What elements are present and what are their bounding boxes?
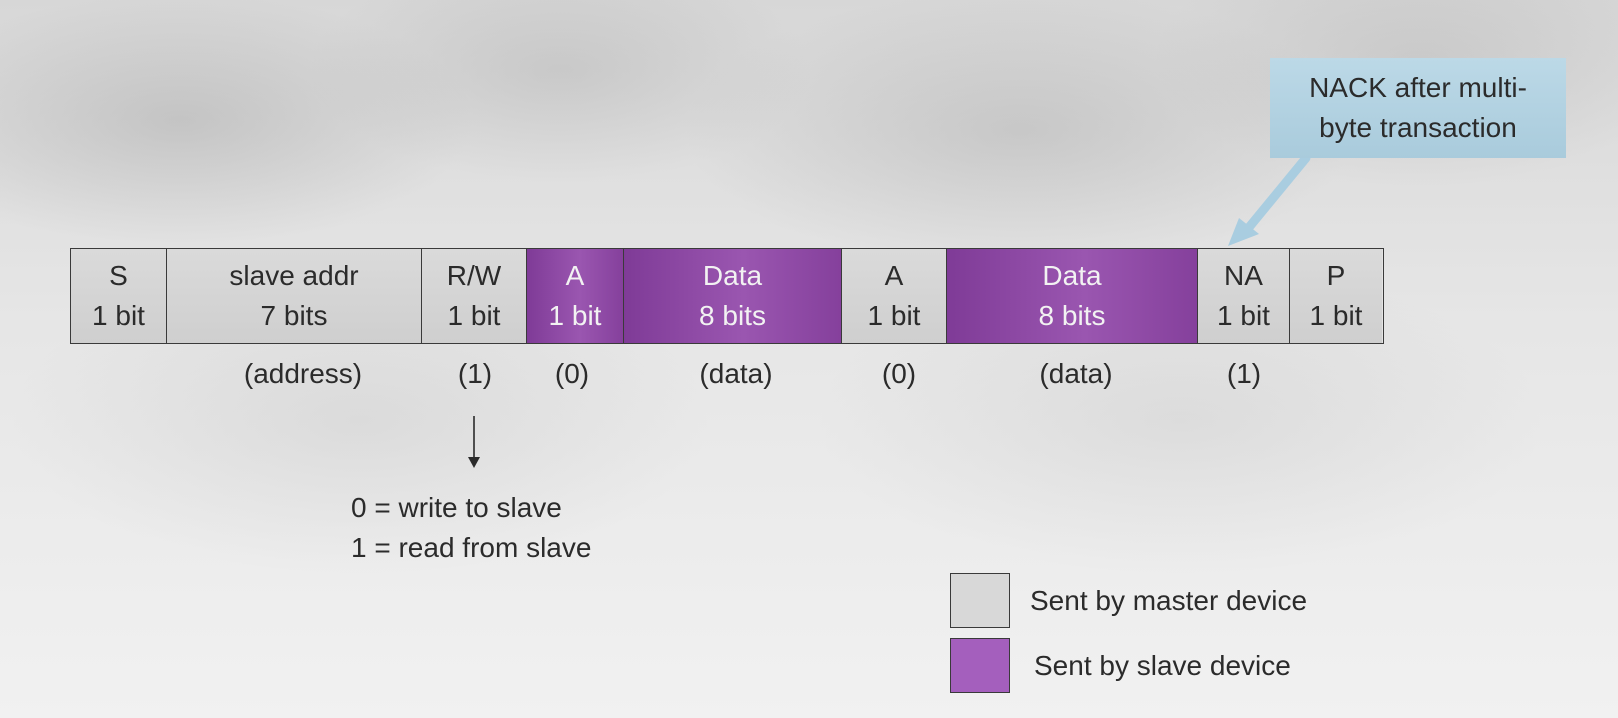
field-start-size: 1 bit [92,300,145,331]
field-data-2-name: Data [1042,260,1102,291]
field-ack-1-size: 1 bit [548,300,602,331]
field-stop-name: P [1326,260,1346,291]
value-address: (address) [243,358,363,389]
value-rw: (1) [457,358,493,389]
field-data-1-name: Data [702,260,763,291]
callout-line-2: byte transaction [1319,112,1517,143]
field-data-2-size: 8 bits [1038,300,1106,331]
legend-slave-swatch [950,638,1010,693]
i2c-frame: S 1 bit slave addr 7 bits R/W 1 bit A 1 … [70,248,1384,344]
field-nack-size: 1 bit [1217,300,1270,331]
field-slave-addr-name: slave addr [229,260,359,291]
field-data-1: Data 8 bits [624,249,842,343]
field-start: S 1 bit [71,249,167,343]
value-data-2: (data) [1039,358,1113,389]
legend-master-label: Sent by master device [1030,584,1308,616]
field-nack: NA 1 bit [1198,249,1290,343]
field-slave-addr-size: 7 bits [260,300,328,331]
legend-master-swatch [950,573,1010,628]
rw-note: 0 = write to slave 1 = read from slave [351,488,591,568]
value-ack-1: (0) [554,358,590,389]
rw-note-line-1: 0 = write to slave [351,492,562,523]
rw-note-line-2: 1 = read from slave [351,532,592,563]
legend-slave-label: Sent by slave device [1034,649,1291,681]
field-data-1-size: 8 bits [699,300,766,331]
field-stop-size: 1 bit [1309,300,1363,331]
field-ack-1: A 1 bit [527,249,624,343]
field-start-name: S [109,260,128,291]
value-data-1: (data) [699,358,773,389]
legend-master: Sent by master device [950,573,1307,628]
legend-slave: Sent by slave device [950,638,1291,693]
nack-callout: NACK after multi- byte transaction [1270,58,1566,158]
field-stop: P 1 bit [1290,249,1382,343]
field-ack-1-name: A [565,260,585,291]
value-ack-2: (0) [881,358,917,389]
callout-line-1: NACK after multi- [1309,72,1527,103]
field-slave-addr: slave addr 7 bits [167,249,422,343]
field-rw: R/W 1 bit [422,249,527,343]
value-nack: (1) [1226,358,1262,389]
field-data-2: Data 8 bits [947,249,1198,343]
field-ack-2: A 1 bit [842,249,947,343]
rw-down-arrow [468,416,480,468]
field-nack-name: NA [1224,260,1263,291]
field-rw-name: R/W [446,260,502,291]
field-ack-2-size: 1 bit [867,300,921,331]
field-rw-size: 1 bit [447,300,501,331]
field-ack-2-name: A [884,260,904,291]
